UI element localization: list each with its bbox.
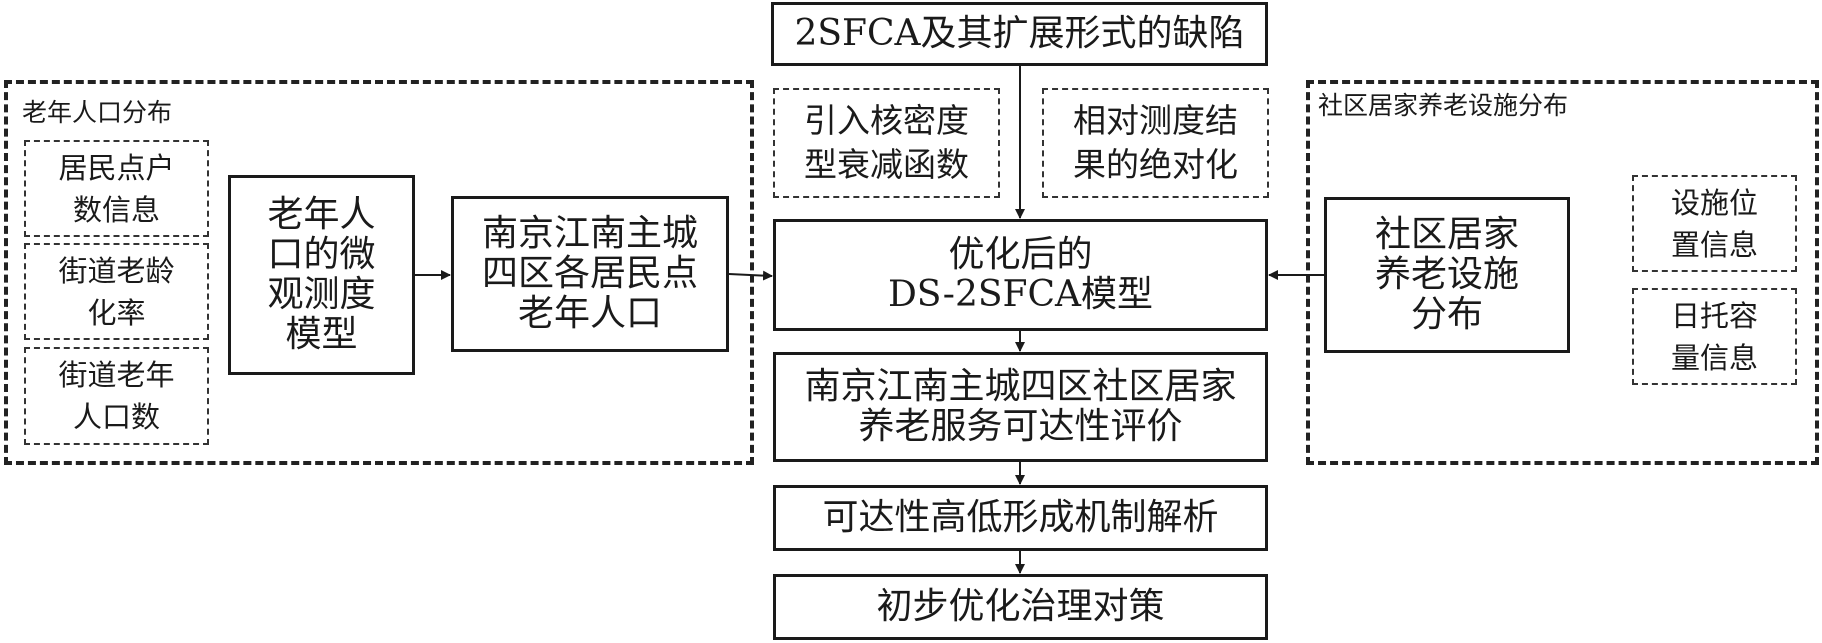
optimization-strategy-text: 初步优化治理对策 (876, 586, 1165, 627)
mechanism-analysis-text: 可达性高低形成机制解析 (822, 497, 1219, 538)
aging-rate-text: 街道老龄 化率 (58, 253, 175, 330)
street-elderly-count-text: 街道老年 人口数 (58, 358, 175, 434)
household-info-box: 居民点户 数信息 (24, 140, 209, 237)
deficiency-box: 2SFCA及其扩展形式的缺陷 (771, 2, 1268, 66)
absolute-measure-text: 相对测度结 果的绝对化 (1073, 101, 1238, 184)
daycare-capacity-box: 日托容 量信息 (1632, 288, 1797, 385)
household-info-text: 居民点户 数信息 (58, 150, 175, 227)
residential-elderly-population-box: 南京江南主城 四区各居民点 老年人口 (451, 196, 729, 352)
residential-elderly-population-text: 南京江南主城 四区各居民点 老年人口 (481, 213, 698, 334)
optimized-model-box: 优化后的 DS-2SFCA模型 (773, 219, 1268, 331)
optimized-model-text: 优化后的 DS-2SFCA模型 (887, 234, 1154, 315)
elderly-population-group-label: 老年人口分布 (22, 98, 173, 127)
aging-rate-box: 街道老龄 化率 (24, 243, 209, 340)
street-elderly-count-box: 街道老年 人口数 (24, 347, 209, 445)
kernel-decay-text: 引入核密度 型衰减函数 (804, 101, 969, 184)
mechanism-analysis-box: 可达性高低形成机制解析 (773, 485, 1268, 551)
optimization-strategy-box: 初步优化治理对策 (773, 574, 1268, 640)
accessibility-evaluation-box: 南京江南主城四区社区居家 养老服务可达性评价 (773, 352, 1268, 462)
facility-group (1306, 80, 1819, 465)
micro-measurement-model-text: 老年人 口的微 观测度 模型 (267, 194, 376, 355)
facility-distribution-box: 社区居家 养老设施 分布 (1324, 197, 1570, 353)
facility-location-box: 设施位 置信息 (1632, 175, 1797, 272)
accessibility-evaluation-text: 南京江南主城四区社区居家 养老服务可达性评价 (804, 366, 1237, 447)
deficiency-text: 2SFCA及其扩展形式的缺陷 (794, 13, 1245, 54)
absolute-measure-box: 相对测度结 果的绝对化 (1042, 88, 1269, 198)
facility-location-text: 设施位 置信息 (1670, 185, 1758, 262)
micro-measurement-model-box: 老年人 口的微 观测度 模型 (228, 175, 415, 375)
daycare-capacity-text: 日托容 量信息 (1670, 298, 1758, 375)
elderly-population-group (4, 80, 754, 465)
facility-distribution-text: 社区居家 养老设施 分布 (1374, 214, 1519, 335)
kernel-decay-box: 引入核密度 型衰减函数 (773, 88, 1000, 198)
facility-group-label: 社区居家养老设施分布 (1318, 91, 1569, 120)
